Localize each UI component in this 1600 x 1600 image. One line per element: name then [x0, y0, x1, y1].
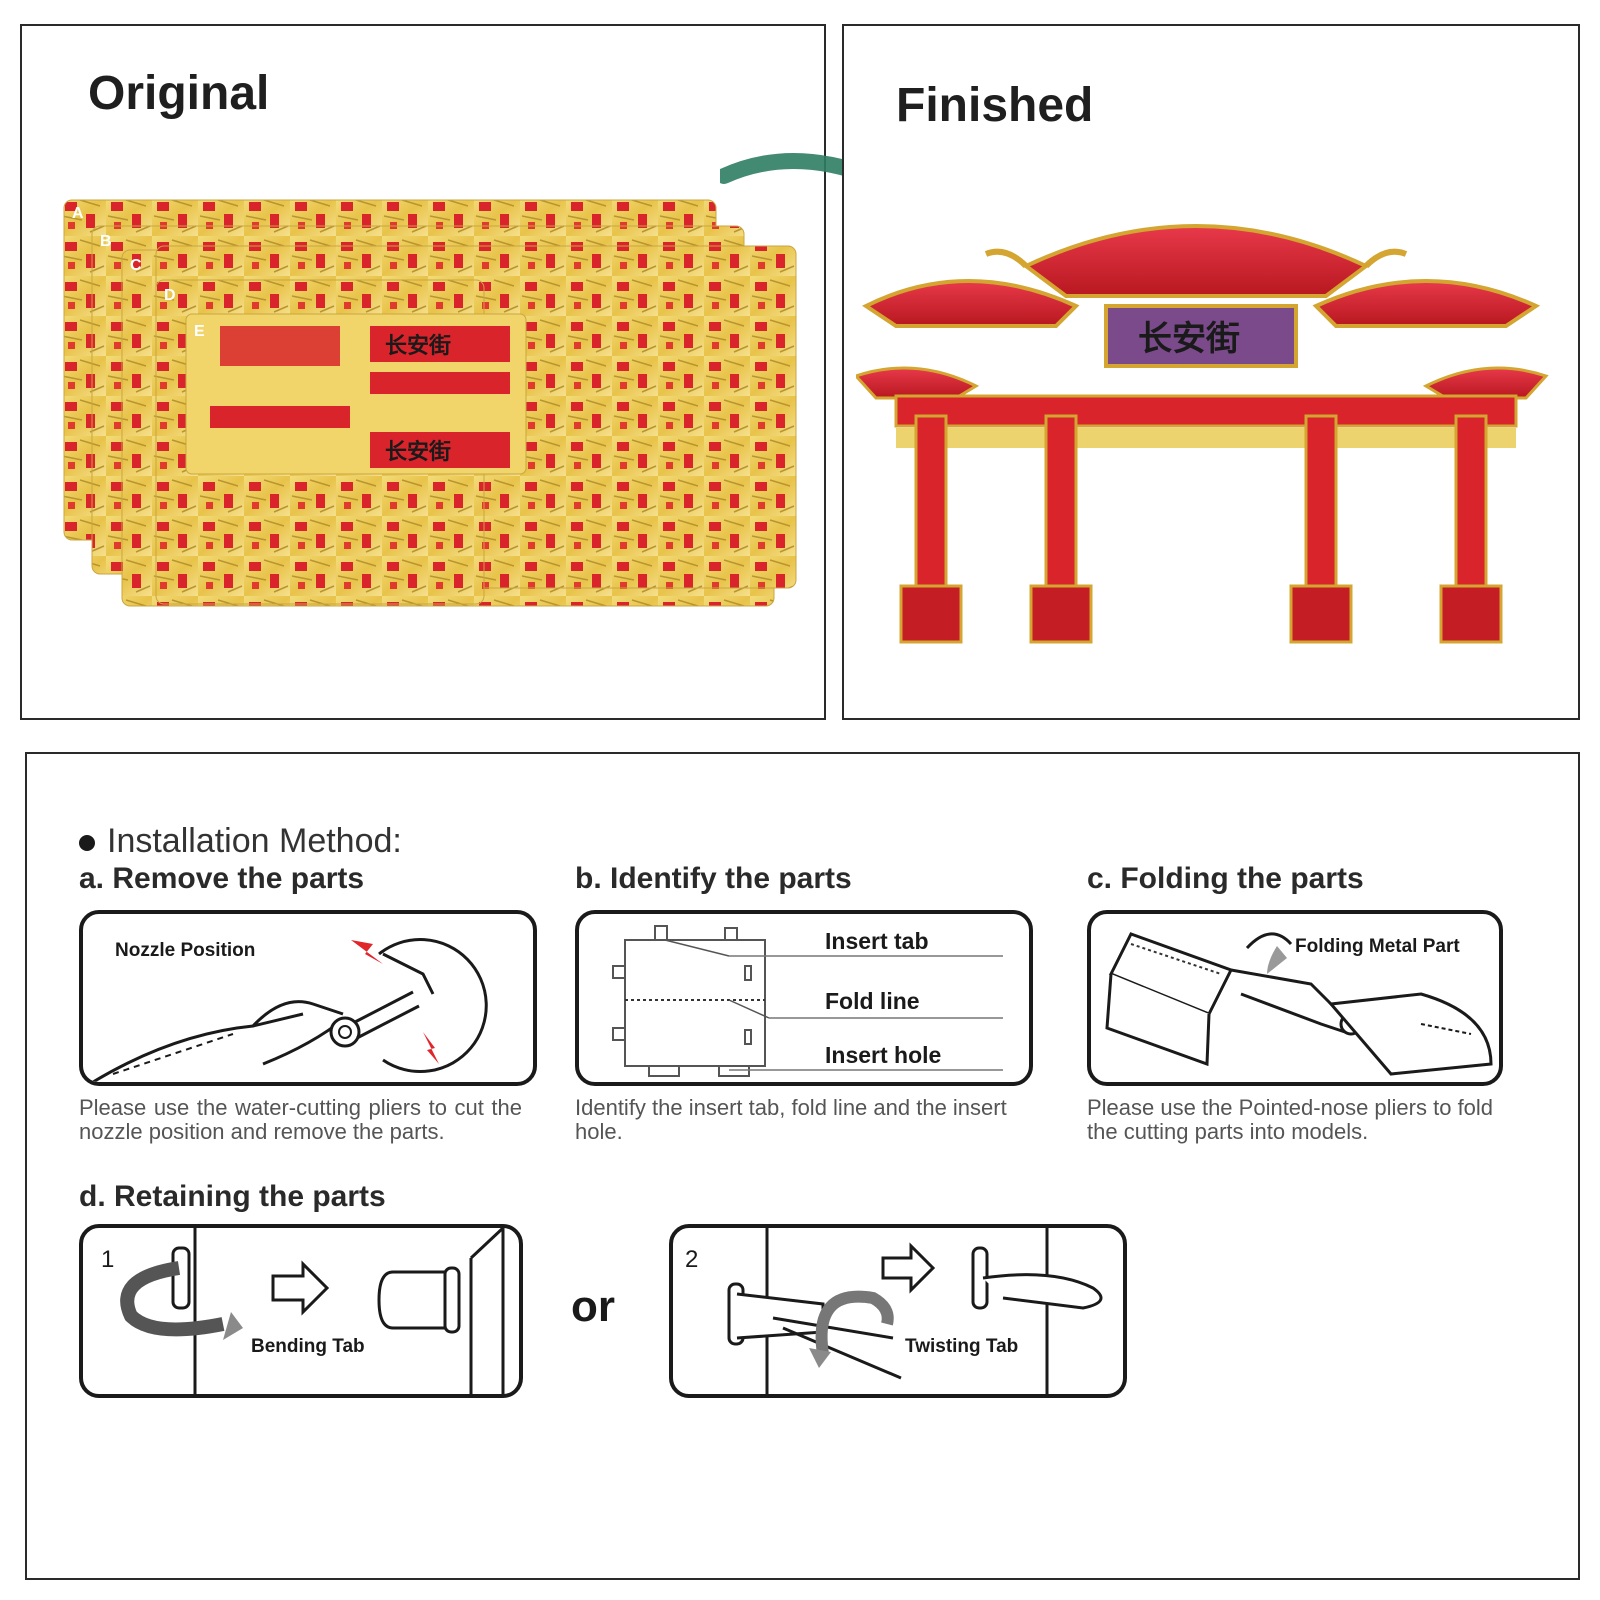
metal-sheets-illustration: A B C D E 长安街 长安街 — [63, 199, 797, 607]
plate-text-top: 长安街 — [385, 333, 451, 358]
plate-bottom — [370, 432, 510, 468]
sheet-letter-b: B — [100, 233, 112, 250]
gate-plaque — [1104, 304, 1298, 368]
bullet-icon — [79, 835, 95, 852]
original-title: Original — [88, 67, 270, 120]
sheet-letter-e: E — [194, 323, 205, 340]
insert-hole-label: Insert hole — [825, 1042, 942, 1068]
step1-box: 1 Bending Tab — [79, 1224, 523, 1398]
part-diagram-icon — [612, 925, 1003, 1077]
step1-number: 1 — [101, 1246, 115, 1273]
plate-text-bottom: 长安街 — [385, 439, 451, 464]
step2-number: 2 — [685, 1246, 699, 1273]
section-c-title: c. Folding the parts — [1087, 862, 1364, 895]
finished-gate-illustration: 长安街 — [856, 224, 1549, 644]
section-c-box: Folding Metal Part — [1087, 910, 1503, 1086]
plate-top — [370, 326, 510, 362]
installation-heading: Installation Method: — [79, 822, 402, 861]
step2-box: 2 Twisting Tab — [669, 1224, 1127, 1398]
left-roof — [862, 279, 1080, 328]
bending-tab-icon — [120, 1228, 505, 1394]
section-a-box: Nozzle Position — [79, 910, 537, 1086]
sheet-letter-c: C — [130, 257, 142, 274]
installation-heading-text: Installation Method: — [107, 822, 402, 860]
main-beam — [894, 394, 1518, 428]
section-c-caption: Please use the Pointed-nose pliers to fo… — [1087, 1095, 1494, 1144]
section-b-box: Insert tab Fold line Insert hole — [575, 910, 1033, 1086]
sheet-letter-d: D — [164, 287, 176, 304]
pointed-nose-pliers-icon — [1105, 932, 1493, 1076]
frame-part — [220, 326, 340, 366]
original-panel: Original A B C D E 长安街 — [20, 24, 826, 720]
nozzle-position-label: Nozzle Position — [115, 940, 256, 961]
bending-tab-label: Bending Tab — [251, 1336, 365, 1357]
section-a-title: a. Remove the parts — [79, 862, 365, 895]
section-b-title: b. Identify the parts — [575, 862, 852, 895]
finished-title: Finished — [896, 79, 1094, 132]
or-text: or — [571, 1282, 615, 1331]
twisting-tab-label: Twisting Tab — [905, 1336, 1019, 1357]
section-d-title: d. Retaining the parts — [79, 1180, 386, 1213]
gate-plaque-text: 长安街 — [1138, 320, 1240, 358]
insert-tab-label: Insert tab — [825, 928, 929, 954]
section-a-caption: Please use the water-cutting pliers to c… — [79, 1095, 522, 1144]
right-roof — [1312, 279, 1541, 328]
finished-panel: Finished 长安街 — [842, 24, 1580, 720]
long-part — [210, 406, 350, 428]
section-b-caption: Identify the insert tab, fold line and t… — [575, 1095, 1007, 1144]
fold-line-label: Fold line — [825, 988, 920, 1014]
twisting-tab-icon — [727, 1228, 1103, 1394]
bar-red — [370, 372, 510, 394]
folding-metal-part-label: Folding Metal Part — [1295, 936, 1460, 957]
installation-panel: Installation Method: a. Remove the parts… — [25, 752, 1580, 1580]
center-roof — [1022, 224, 1370, 298]
sheet-letter-a: A — [72, 205, 84, 222]
water-cutting-pliers-icon — [92, 938, 488, 1082]
